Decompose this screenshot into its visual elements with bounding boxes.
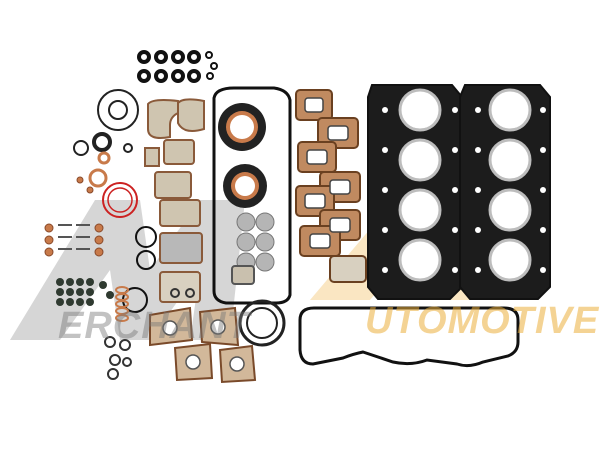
cylinder-head-gasket-right xyxy=(459,84,551,300)
crank-seals xyxy=(218,103,267,208)
valve-cover-gasket-left xyxy=(212,86,292,305)
small-orings-top xyxy=(137,50,218,83)
watermark-text-left: ERCHANT xyxy=(58,305,251,347)
valve-cover-plugs xyxy=(236,212,275,272)
cylinder-head-gasket-left xyxy=(367,84,463,300)
round-seals-left xyxy=(73,89,139,165)
small-seals-center xyxy=(170,288,195,298)
timing-cover-seal xyxy=(238,299,286,347)
injector-clips xyxy=(58,224,90,250)
small-plate-gasket xyxy=(231,265,255,285)
copper-stack xyxy=(115,286,129,322)
injector-orings xyxy=(56,278,114,306)
copper-washers xyxy=(44,176,104,257)
watermark-text-right: UTOMOTIVE xyxy=(365,300,600,342)
copper-rings xyxy=(88,168,157,313)
misc-seals-bottom-left xyxy=(104,336,132,380)
valve-cover-gasket-bottom xyxy=(298,306,520,368)
flange-gaskets xyxy=(144,98,205,303)
